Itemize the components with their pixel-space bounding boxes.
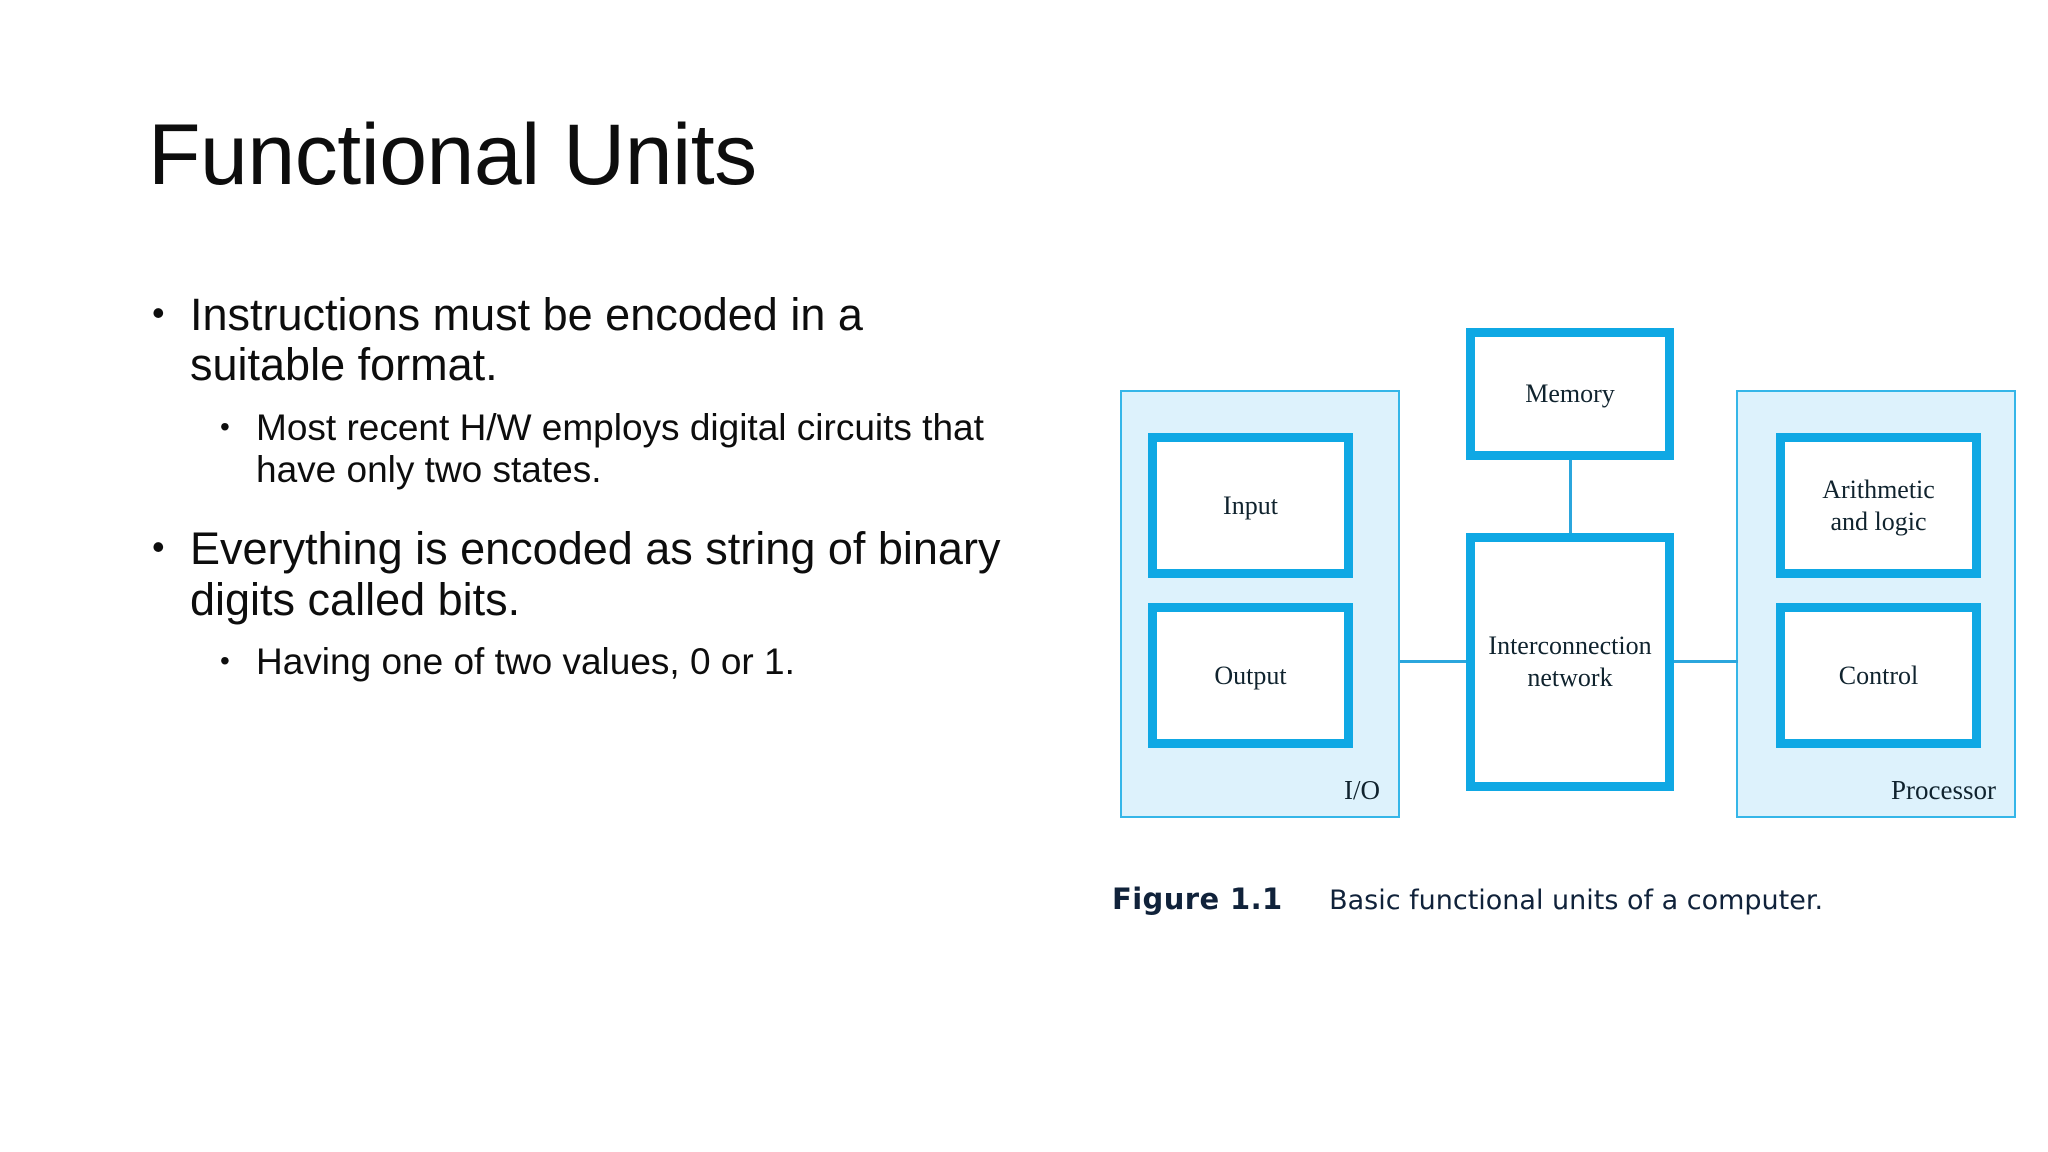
bullet-marker-icon: • <box>152 292 165 333</box>
list-item: • Having one of two values, 0 or 1. <box>148 641 1028 683</box>
figure-caption-text: Basic functional units of a computer. <box>1329 885 1824 916</box>
list-item-text: Having one of two values, 0 or 1. <box>256 641 795 683</box>
figure-caption-number: Figure 1.1 <box>1112 882 1283 916</box>
connector-io-to-network <box>1400 660 1468 663</box>
list-item: • Everything is encoded as string of bin… <box>148 524 1028 625</box>
list-item-text: Most recent H/W employs digital circuits… <box>256 406 984 490</box>
bullet-marker-icon: • <box>220 645 230 677</box>
list-item-text: Everything is encoded as string of binar… <box>190 523 1001 625</box>
control-box: Control <box>1776 603 1981 748</box>
arithmetic-and-logic-box: Arithmetic and logic <box>1776 433 1981 578</box>
connector-network-to-processor <box>1672 660 1738 663</box>
list-item-text: Instructions must be encoded in a suitab… <box>190 289 863 391</box>
output-box: Output <box>1148 603 1353 748</box>
bullet-marker-icon: • <box>152 526 165 568</box>
connector-memory-to-network <box>1569 458 1572 536</box>
io-panel-label: I/O <box>1344 775 1380 805</box>
figure-diagram: I/O Processor Memory Input Output Interc… <box>1108 328 2016 928</box>
list-item: • Instructions must be encoded in a suit… <box>148 289 1028 391</box>
figure-caption: Figure 1.1 Basic functional units of a c… <box>1112 882 1823 916</box>
bullet-marker-icon: • <box>220 410 230 442</box>
interconnection-network-box: Interconnection network <box>1466 533 1674 791</box>
page-title: Functional Units <box>148 107 757 203</box>
list-item: • Most recent H/W employs digital circui… <box>148 407 1028 491</box>
memory-box: Memory <box>1466 328 1674 460</box>
input-box: Input <box>1148 433 1353 578</box>
bullet-list: • Instructions must be encoded in a suit… <box>148 289 1028 701</box>
processor-panel-label: Processor <box>1891 775 1996 805</box>
